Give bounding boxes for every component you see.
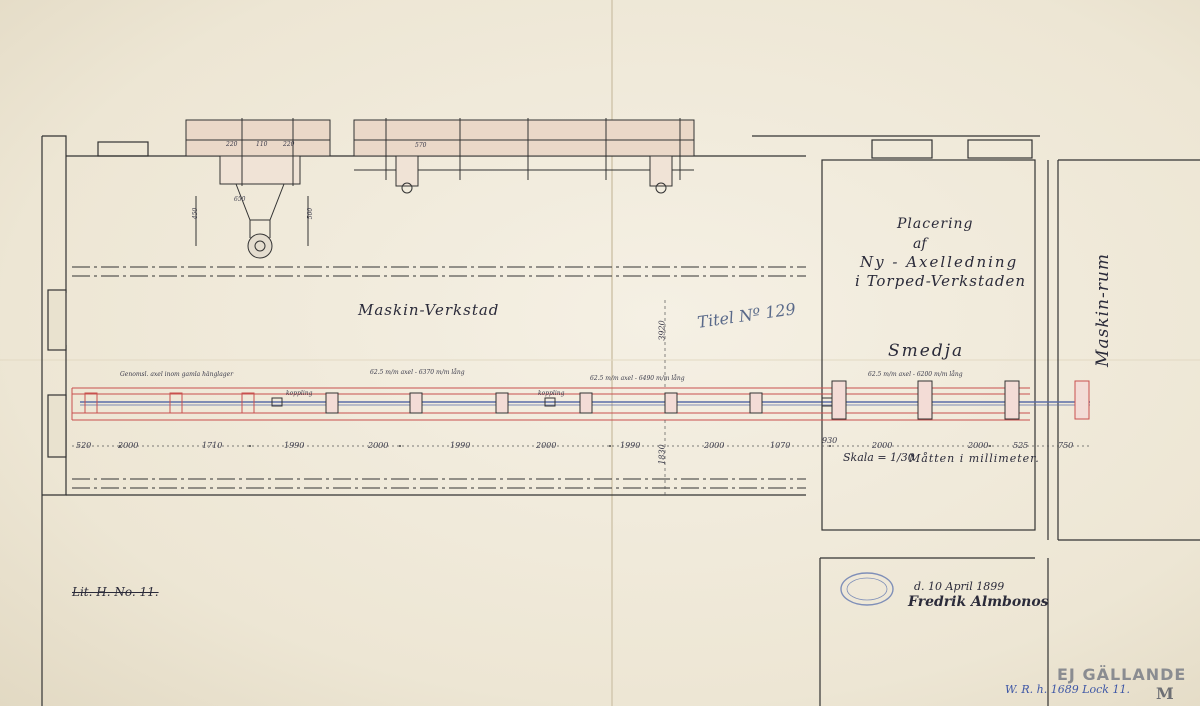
- date-note: d. 10 April 1899: [914, 580, 1005, 593]
- room-label-workshop: Maskin-Verkstad: [358, 301, 500, 319]
- title-line-4: i Torped-Verkstaden: [855, 272, 1027, 290]
- dimension-label: 520: [76, 441, 92, 450]
- dimension-label: 2000: [368, 441, 389, 450]
- note-coupling-1: koppling: [286, 390, 313, 397]
- dimension-label: 2000: [118, 441, 139, 450]
- smithy-walls: [752, 135, 1200, 706]
- detail-label: 220: [283, 141, 295, 148]
- vertical-dimension-2: 1830: [657, 444, 667, 465]
- dimension-label: 2000: [536, 441, 557, 450]
- dimension-label: 2000: [968, 441, 989, 450]
- note-shaft-2: 62.5 m/m axel - 6490 m/m lång: [590, 375, 685, 382]
- longitudinal-detail: [353, 118, 695, 194]
- note-shaft-3: 62.5 m/m axel - 6200 m/m lång: [868, 371, 963, 378]
- scale-note: Skala = 1/30: [843, 451, 915, 464]
- dimension-label: 1990: [284, 441, 305, 450]
- dimension-label: 525: [1013, 441, 1029, 450]
- dimension-label: 1070: [770, 441, 791, 450]
- room-label-smithy: Smedja: [888, 341, 965, 361]
- detail-label: 500: [307, 207, 315, 220]
- dimension-label: 2000: [704, 441, 725, 450]
- note-coupling-2: koppling: [538, 390, 565, 397]
- note-old-hangers: Genomsl. axel inom gamla hänglager: [120, 371, 234, 378]
- dimension-ticks: [119, 445, 991, 447]
- hanger-detail: [185, 118, 331, 259]
- detail-label: 650: [234, 196, 246, 203]
- detail-label: 570: [415, 142, 427, 149]
- bottom-left-note: Lit. H. No. 11.: [72, 585, 159, 599]
- note-shaft-1: 62.5 m/m axel - 6370 m/m lång: [370, 369, 465, 376]
- title-line-2: af: [913, 236, 927, 252]
- dimension-label: 930: [822, 436, 838, 445]
- vertical-dimension-1: 3920: [657, 320, 667, 341]
- detail-label: 220: [226, 141, 238, 148]
- dimension-label: 2000: [872, 441, 893, 450]
- dimension-label: 750: [1058, 441, 1074, 450]
- units-note: Måtten i millimeter.: [909, 452, 1040, 465]
- red-outline: [71, 387, 1030, 421]
- shaft-hangers: [84, 380, 1090, 420]
- dimension-label: 1990: [450, 441, 471, 450]
- title-line-3: Ny - Axelledning: [860, 253, 1019, 271]
- detail-label: 110: [256, 141, 268, 148]
- archive-reference: W. R. h. 1689 Lock 11.: [1005, 683, 1130, 696]
- dimension-label: 1710: [202, 441, 223, 450]
- room-label-machine-room: Maskin-rum: [1092, 253, 1113, 367]
- detail-label: 450: [192, 207, 200, 220]
- stamp: [840, 572, 894, 606]
- sheet-number: M 15: [1156, 684, 1178, 706]
- invalid-stamp: EJ GÄLLANDE: [1057, 665, 1187, 684]
- title-line-1: Placering: [897, 216, 974, 232]
- column-lines: [72, 266, 806, 489]
- workshop-walls: [41, 135, 806, 706]
- signature: Fredrik Almbonos: [908, 594, 1049, 610]
- dimension-label: 1990: [620, 441, 641, 450]
